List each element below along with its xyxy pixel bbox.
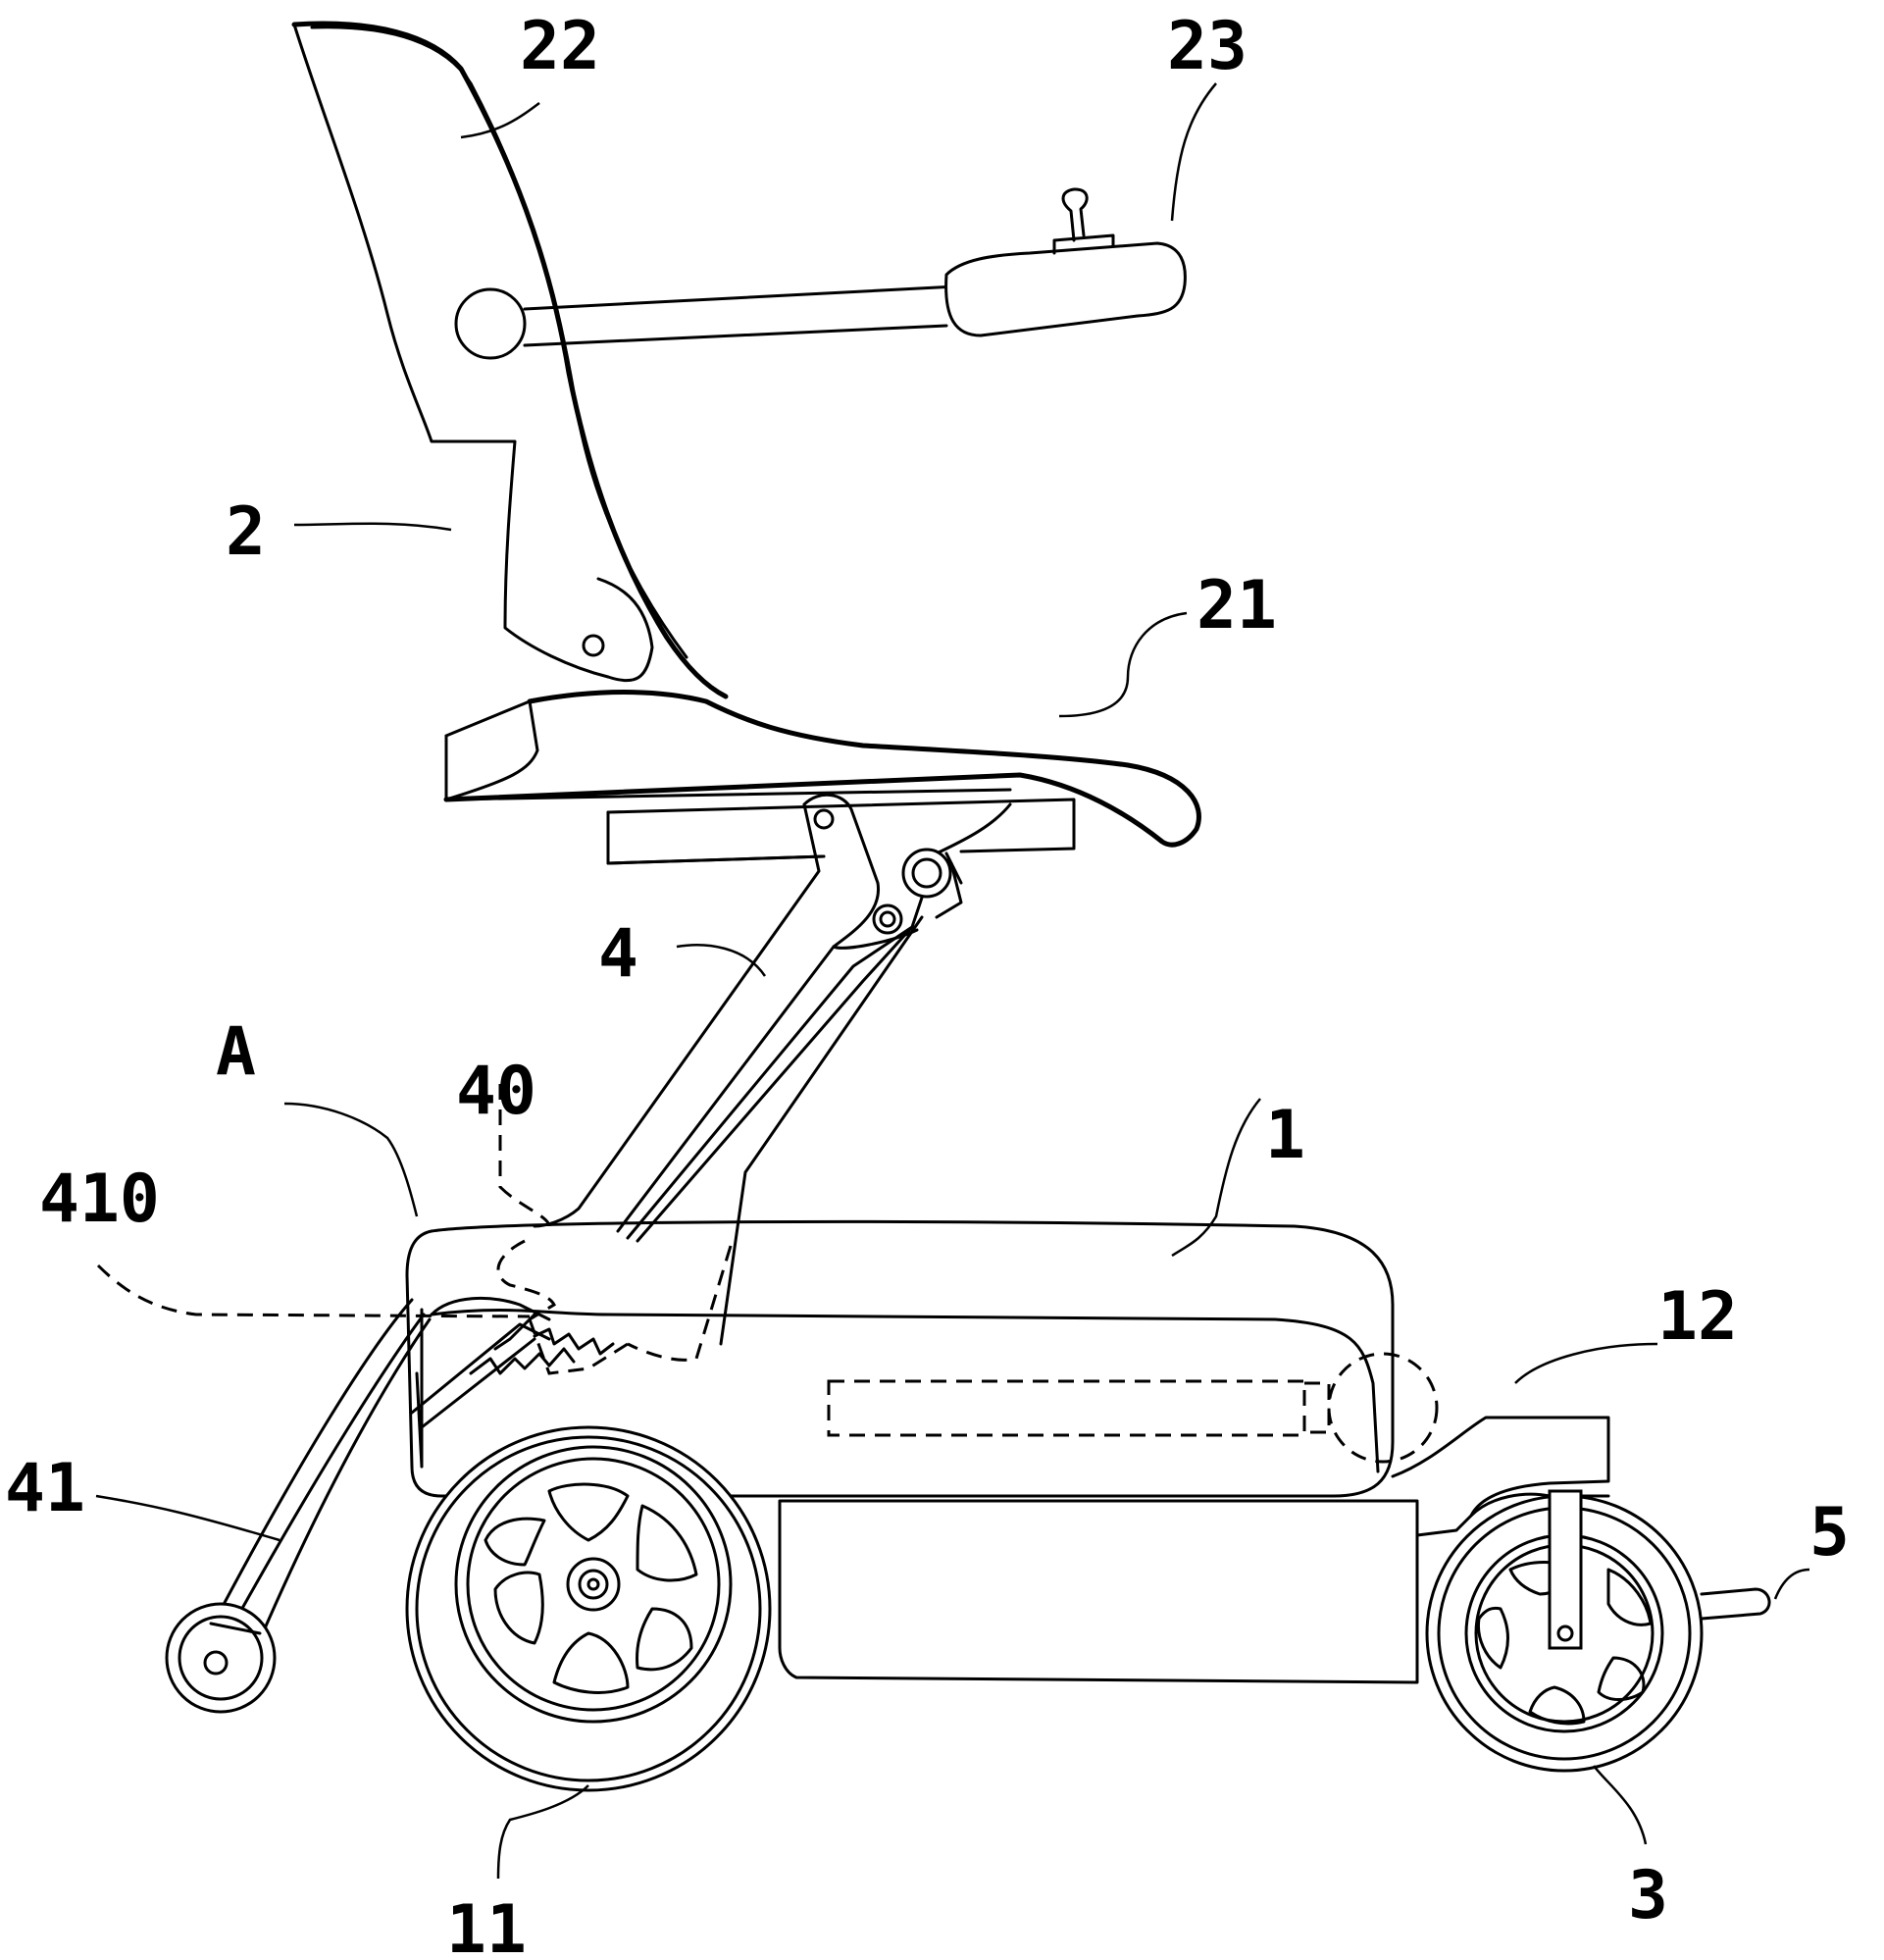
armrest (456, 189, 1185, 358)
label-410: 410 (39, 1161, 160, 1238)
drive-wheel (407, 1427, 770, 1790)
hidden-drive-motor (829, 1354, 1437, 1462)
label-2: 2 (226, 493, 266, 571)
label-40: 40 (456, 1053, 536, 1130)
label-21: 21 (1197, 567, 1277, 645)
label-41: 41 (5, 1450, 85, 1527)
label-5: 5 (1809, 1494, 1850, 1572)
label-1: 1 (1265, 1097, 1305, 1174)
label-12: 12 (1657, 1278, 1738, 1356)
backrest (294, 24, 726, 696)
label-3: 3 (1628, 1857, 1668, 1934)
label-22: 22 (520, 8, 600, 85)
label-23: 23 (1167, 8, 1248, 85)
label-a: A (216, 1013, 256, 1091)
seat-mount (608, 799, 1074, 863)
label-11: 11 (446, 1891, 527, 1960)
rear-support-arm (167, 1300, 430, 1712)
front-caster-wheel (1427, 1491, 1769, 1771)
label-4: 4 (598, 915, 638, 993)
lift-arm (535, 795, 1010, 1344)
gear-rack-detail (412, 1241, 731, 1427)
